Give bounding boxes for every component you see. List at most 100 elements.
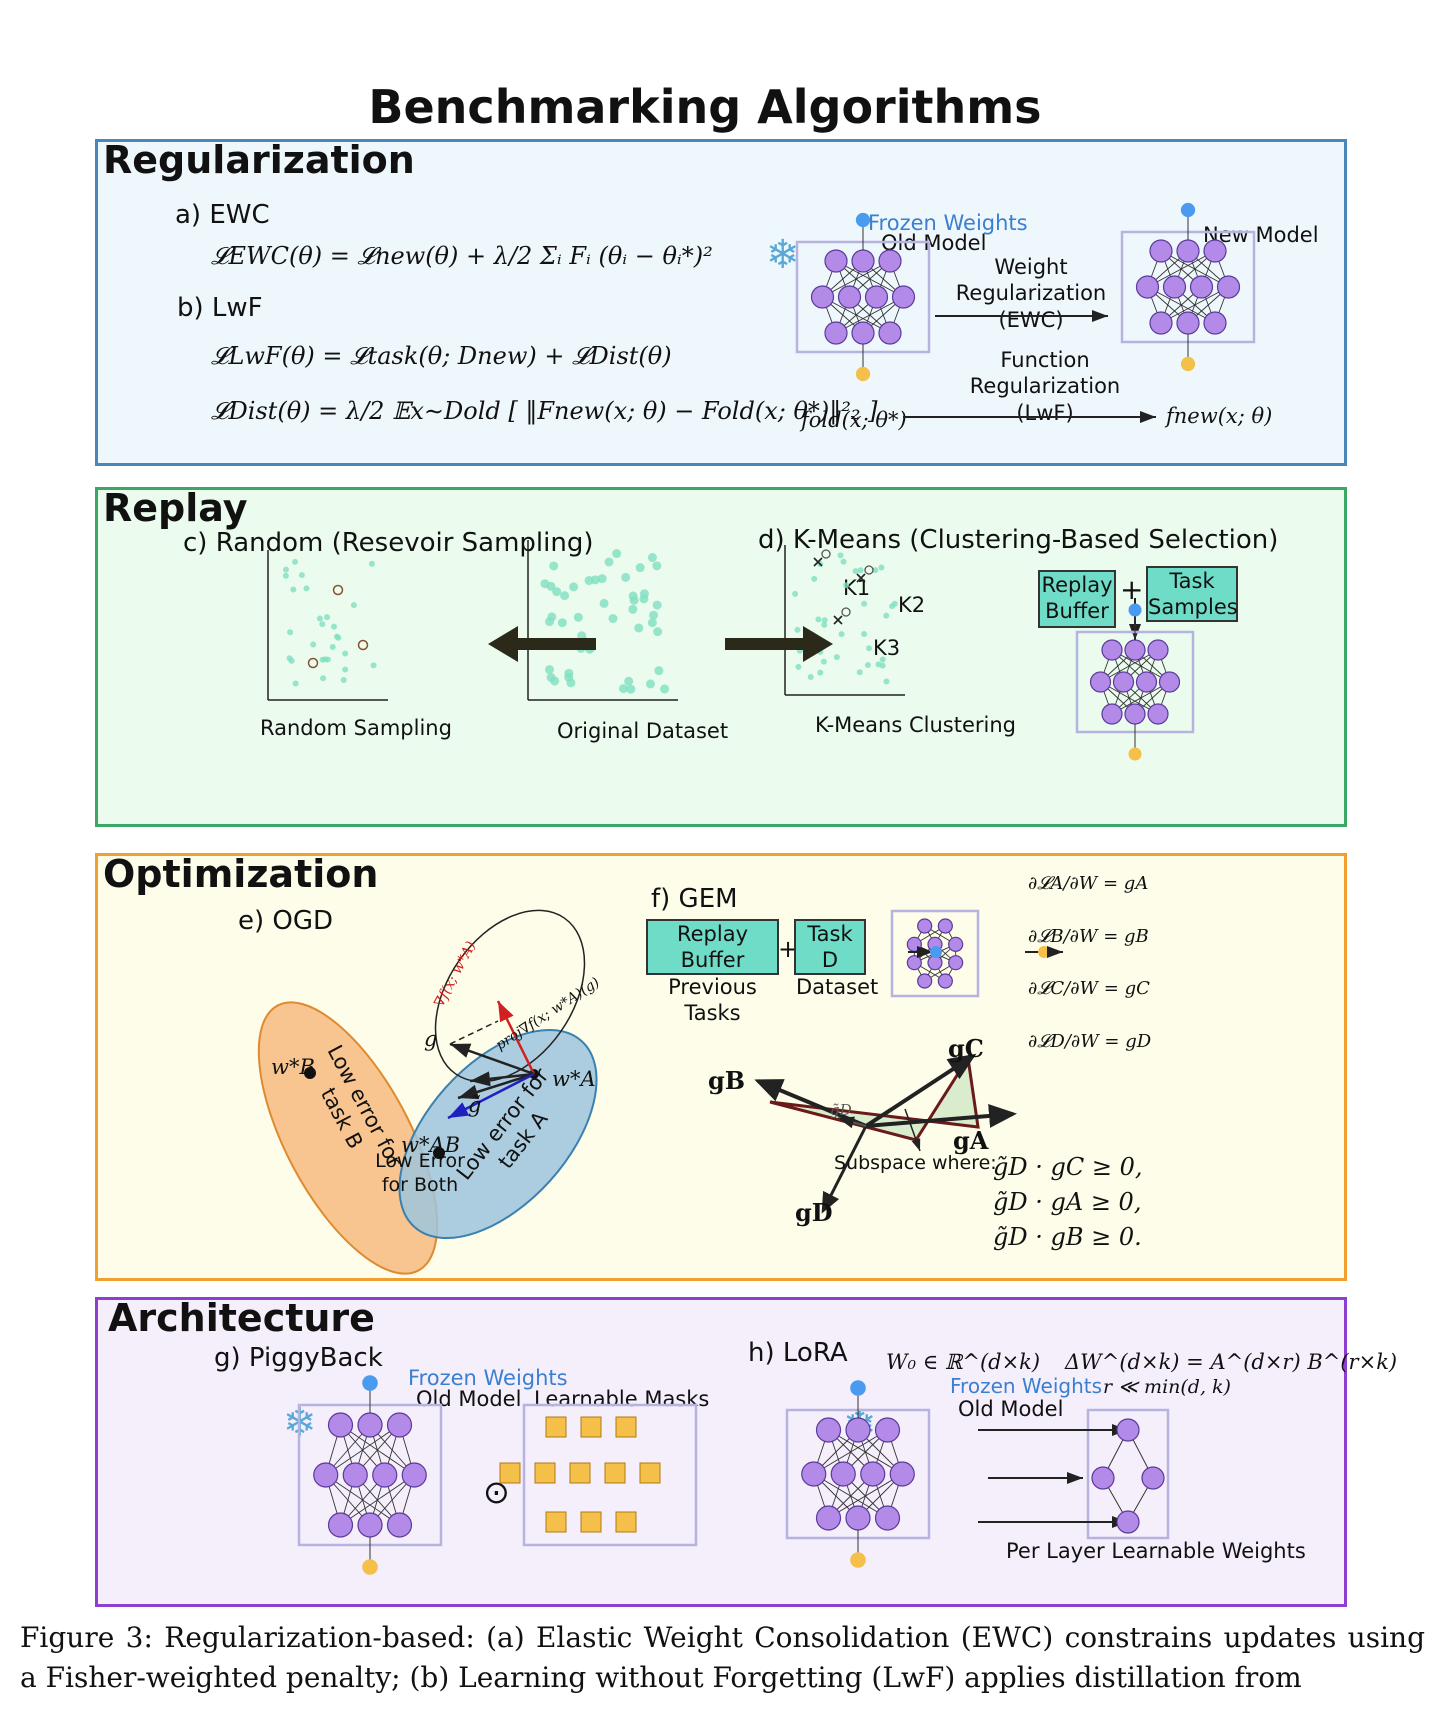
w-a-label: w*A xyxy=(552,1067,596,1091)
k1-label: K1 xyxy=(843,576,871,600)
ewc-label: a) EWC xyxy=(175,200,270,230)
neuron xyxy=(1089,671,1112,693)
k3-label: K3 xyxy=(873,636,901,660)
old-model-network xyxy=(795,212,931,382)
input-node xyxy=(855,212,871,228)
regularization-diagram xyxy=(795,202,1256,423)
architecture-panel: Architecture g) PiggyBack h) LoRA Frozen… xyxy=(95,1296,1397,1607)
neuron xyxy=(948,936,964,952)
data-point xyxy=(628,604,638,614)
neuron xyxy=(851,321,875,345)
network-frame xyxy=(890,909,980,998)
neuron xyxy=(357,1512,383,1538)
neuron xyxy=(906,936,922,952)
g-tilde-d-label: g̃D xyxy=(830,1101,852,1119)
data-point xyxy=(647,618,657,628)
neuron xyxy=(342,1462,368,1488)
lora-network xyxy=(785,1380,931,1568)
figure-title: Benchmarking Algorithms xyxy=(368,80,1042,134)
data-point xyxy=(634,623,644,633)
architecture-diagram xyxy=(297,1375,1170,1575)
neuron xyxy=(1189,275,1214,299)
neuron xyxy=(1203,239,1227,263)
data-point xyxy=(821,621,828,628)
neuron xyxy=(372,1462,398,1488)
input-node xyxy=(850,1380,866,1396)
neuron xyxy=(878,249,902,273)
random-sampling-label: Random Sampling xyxy=(260,716,452,740)
function-regularization-label: Function Regularization (LwF) xyxy=(969,348,1121,425)
learnable-masks-label: Learnable Masks xyxy=(534,1387,710,1411)
data-point xyxy=(604,557,614,567)
data-point xyxy=(653,627,663,637)
data-point xyxy=(840,558,847,565)
neuron xyxy=(1147,639,1169,661)
data-point xyxy=(282,572,289,579)
neuron xyxy=(937,918,953,934)
neuron xyxy=(810,285,835,309)
ga-label: gA xyxy=(953,1126,989,1155)
task-a-region xyxy=(398,1028,598,1240)
data-point xyxy=(590,575,600,585)
neuron xyxy=(878,321,902,345)
data-point xyxy=(549,561,559,571)
per-layer-label: Per Layer Learnable Weights xyxy=(1006,1539,1306,1563)
data-point xyxy=(872,567,879,574)
data-point xyxy=(331,623,338,630)
data-point xyxy=(340,677,347,684)
mask-cell xyxy=(580,1416,602,1438)
output-node xyxy=(1128,747,1142,761)
neuron xyxy=(1176,311,1200,335)
data-point xyxy=(878,564,885,571)
kmeans-clustering-label: K-Means Clustering xyxy=(815,713,1016,737)
original-dataset-scatter xyxy=(527,540,678,701)
data-point xyxy=(370,662,377,669)
data-point xyxy=(652,561,662,571)
neuron xyxy=(1216,275,1241,299)
data-point xyxy=(837,552,844,559)
neuron xyxy=(1124,703,1146,725)
data-point xyxy=(635,563,645,573)
data-point xyxy=(618,684,628,694)
right-arrow-icon xyxy=(725,626,833,662)
constraint-c: g̃D · gC ≥ 0, xyxy=(993,1153,1143,1181)
data-point xyxy=(857,567,864,574)
data-point xyxy=(599,598,609,608)
lora-label: h) LoRA xyxy=(748,1338,848,1368)
replay-heading: Replay xyxy=(103,486,248,530)
mask-cell xyxy=(545,1416,567,1438)
neuron xyxy=(948,955,964,971)
data-point xyxy=(843,582,850,589)
gem-label: f) GEM xyxy=(651,884,738,914)
input-node xyxy=(1128,603,1142,617)
data-point xyxy=(350,602,357,609)
neuron xyxy=(1116,1510,1140,1534)
data-point xyxy=(624,676,634,686)
optimization-panel: Optimization e) OGD f) GEM xyxy=(95,852,1347,1281)
neuron xyxy=(815,1505,842,1531)
frozen-weights-label: Frozen Weights xyxy=(868,211,1028,235)
piggyback-label: g) PiggyBack xyxy=(214,1343,383,1373)
neuron xyxy=(874,1417,901,1443)
neuron xyxy=(937,973,953,989)
data-point xyxy=(368,560,375,567)
random-label: c) Random (Resevoir Sampling) xyxy=(183,528,594,558)
data-point xyxy=(329,644,336,651)
neuron xyxy=(864,285,889,309)
centroid xyxy=(864,565,874,575)
neuron xyxy=(327,1412,354,1438)
optimization-diagram xyxy=(257,909,1063,1275)
neuron xyxy=(1149,239,1173,263)
data-point xyxy=(652,600,662,610)
replay-buffer-box: Replay Buffer xyxy=(1038,570,1116,628)
gd-label: gD xyxy=(795,1198,833,1227)
data-point xyxy=(649,610,659,620)
constraint-a: g̃D · gA ≥ 0, xyxy=(993,1188,1142,1216)
subspace-label: Subspace where: xyxy=(834,1152,997,1174)
replay-network xyxy=(1075,603,1195,761)
ogd-label: e) OGD xyxy=(238,906,334,936)
learnable-masks-grid xyxy=(499,1416,661,1533)
data-point xyxy=(838,631,845,638)
neuron xyxy=(1124,639,1146,661)
data-point xyxy=(647,553,657,563)
